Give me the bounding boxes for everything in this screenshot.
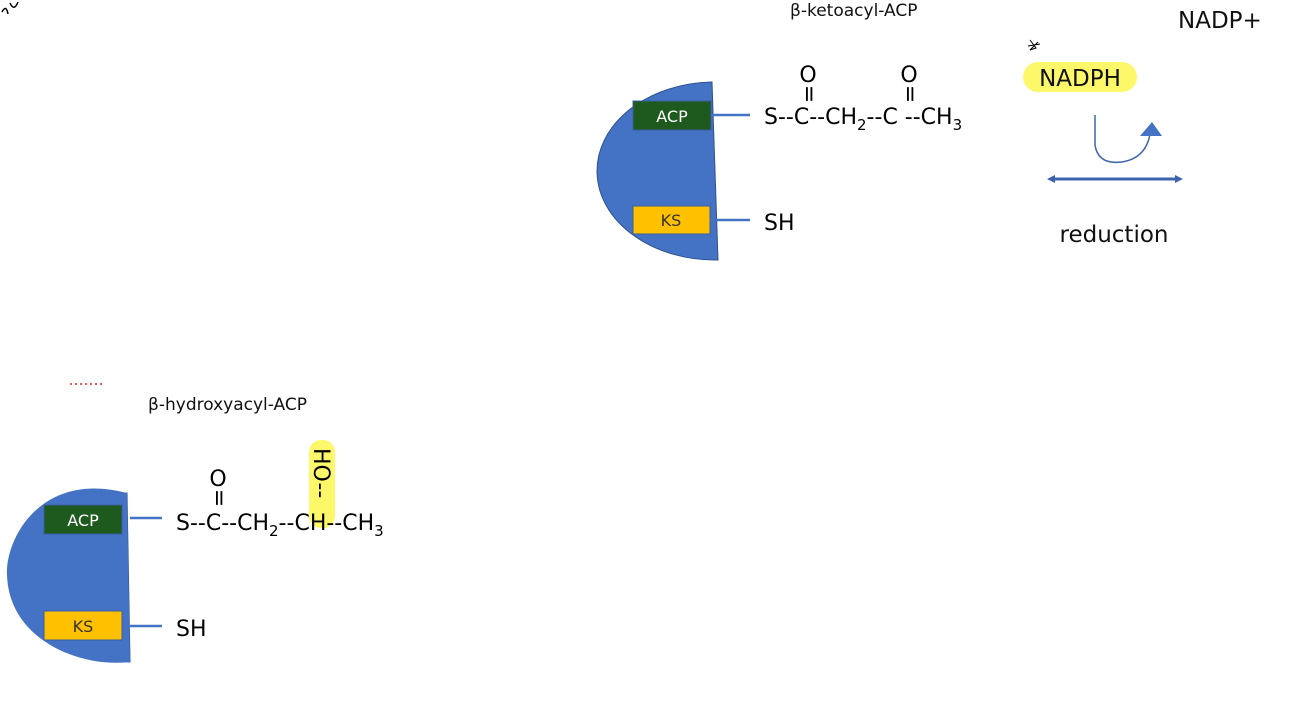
double-bond-1: =	[796, 85, 821, 103]
reduction-step: NADPH NADP+ reduction	[1023, 8, 1262, 248]
nadph-highlight	[1023, 62, 1137, 92]
hydroxyl-highlight	[309, 440, 335, 528]
arrow-right-head-icon	[1175, 175, 1183, 183]
oxygen-2: O	[900, 63, 917, 88]
cofactor-curved-arrow	[1094, 115, 1151, 164]
pen-cursor-icon	[1027, 39, 1041, 51]
nadp-plus-label: NADP+	[1178, 8, 1262, 34]
hydroxyl-group: HO--	[308, 448, 333, 498]
ks-label: KS	[661, 211, 682, 230]
ks-domain	[43, 610, 123, 641]
ketoacyl-chain: S--C--CH2--C --CH3	[764, 105, 962, 134]
bottom-title: β-hydroxyacyl-ACP	[148, 395, 307, 415]
acp-label: ACP	[656, 107, 688, 126]
double-bond-2: =	[897, 85, 922, 103]
thiol-group: SH	[764, 211, 795, 236]
top-title: β-ketoacyl-ACP	[790, 1, 918, 21]
top-acyl-complex: β-ketoacyl-ACP ACP KS O = O = S--C--CH2-…	[596, 1, 962, 261]
arrow-left-head-icon	[1047, 175, 1055, 183]
oxygen-1: O	[209, 467, 226, 492]
ink-mark	[1, 1, 19, 15]
hydroxyacyl-chain: S--C--CH2--CH--CH3	[176, 511, 384, 540]
bottom-acyl-complex: β-hydroxyacyl-ACP ACP KS O = HO-- S--C--…	[6, 395, 384, 663]
ks-label: KS	[73, 617, 94, 636]
nadph-label: NADPH	[1039, 66, 1121, 92]
reduction-label: reduction	[1060, 222, 1169, 248]
arrowhead-icon	[1140, 122, 1162, 136]
acp-domain	[632, 100, 712, 131]
thiol-group: SH	[176, 617, 207, 642]
acp-label: ACP	[67, 511, 99, 530]
double-bond-1: =	[206, 489, 231, 507]
oxygen-1: O	[799, 63, 816, 88]
acp-domain	[43, 504, 123, 535]
